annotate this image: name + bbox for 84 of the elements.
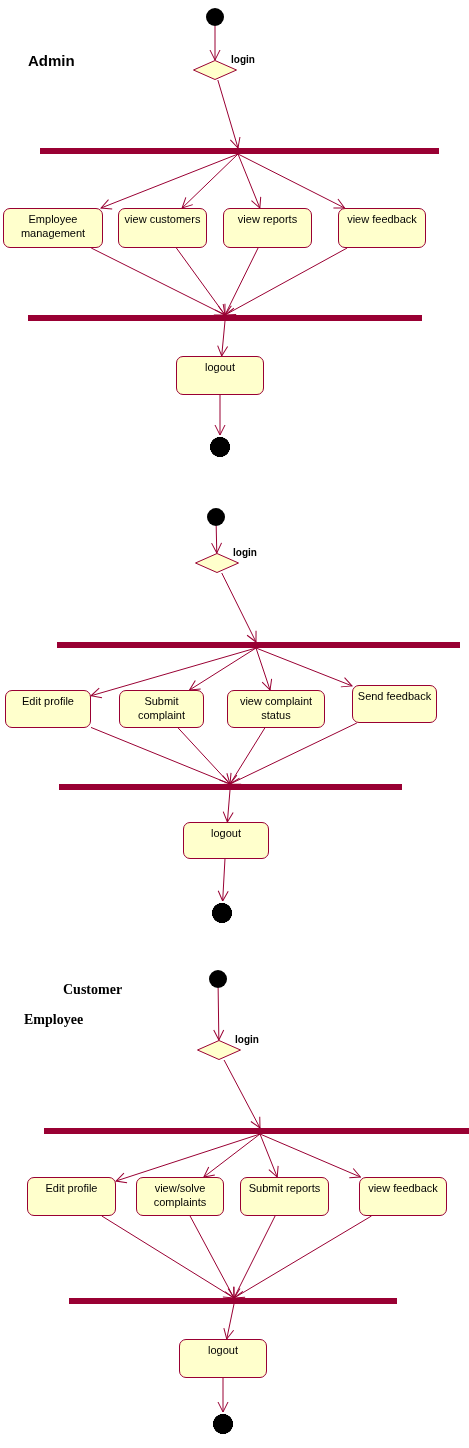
arrow bbox=[217, 320, 229, 357]
arrow bbox=[221, 572, 257, 643]
synchronization-bar bbox=[28, 315, 422, 321]
activity-box bbox=[338, 208, 426, 248]
arrow bbox=[259, 1133, 279, 1178]
arrow bbox=[255, 647, 273, 691]
synchronization-bar bbox=[59, 784, 402, 790]
activity-label: Edit profile bbox=[45, 1181, 98, 1195]
swimlane-heading: Admin bbox=[28, 52, 75, 69]
arrow bbox=[229, 727, 266, 785]
activity-label: Send feedback bbox=[357, 689, 432, 703]
arrow bbox=[255, 647, 353, 688]
initial-node bbox=[206, 8, 224, 26]
arrow bbox=[237, 153, 262, 209]
activity-box bbox=[183, 822, 269, 859]
activity-box bbox=[179, 1339, 267, 1378]
node-caption: login bbox=[233, 547, 257, 558]
activity-label: logout bbox=[205, 360, 235, 374]
activity-box bbox=[3, 208, 103, 248]
activity-box bbox=[119, 690, 204, 728]
initial-node bbox=[207, 508, 225, 526]
synchronization-bar bbox=[69, 1298, 397, 1304]
arrow bbox=[209, 25, 221, 61]
synchronization-bar bbox=[40, 148, 439, 154]
activity-box bbox=[118, 208, 207, 248]
arrow bbox=[217, 858, 229, 902]
arrow bbox=[100, 153, 239, 210]
activity-label: view customers bbox=[124, 212, 201, 226]
activity-label: view complaint status bbox=[238, 694, 314, 722]
arrow bbox=[229, 722, 358, 785]
arrow bbox=[222, 789, 234, 823]
activity-box bbox=[359, 1177, 447, 1216]
arrow bbox=[189, 1215, 235, 1299]
arrow bbox=[213, 987, 225, 1041]
activity-box bbox=[136, 1177, 224, 1216]
swimlane-heading: Customer bbox=[63, 982, 123, 998]
activity-box bbox=[227, 690, 325, 728]
arrow bbox=[214, 394, 226, 436]
activity-label: Submit complaint bbox=[136, 694, 187, 722]
activity-box bbox=[352, 685, 437, 723]
activity-label: Employee management bbox=[19, 212, 87, 240]
arrow bbox=[211, 525, 223, 554]
final-node bbox=[208, 435, 232, 459]
arrow bbox=[189, 647, 257, 691]
activity-box bbox=[176, 356, 264, 395]
arrow bbox=[233, 1215, 372, 1299]
activity-box bbox=[5, 690, 91, 728]
arrow bbox=[90, 726, 231, 786]
arrow bbox=[90, 647, 257, 699]
swimlane-heading: Employee bbox=[24, 1012, 84, 1028]
activity-label: Submit reports bbox=[248, 1181, 321, 1195]
activity-box bbox=[27, 1177, 116, 1216]
activity-label: logout bbox=[208, 1343, 238, 1357]
arrow bbox=[223, 1059, 261, 1129]
arrow bbox=[217, 79, 241, 149]
arrow bbox=[177, 727, 231, 785]
node-caption: login bbox=[235, 1034, 259, 1045]
activity-label: view/solve complaints bbox=[152, 1181, 208, 1209]
arrow bbox=[217, 1377, 229, 1413]
arrow bbox=[237, 153, 346, 209]
arrow bbox=[259, 1133, 361, 1179]
activity-label: view feedback bbox=[347, 212, 417, 226]
arrow bbox=[224, 247, 259, 316]
activity-label: view reports bbox=[237, 212, 298, 226]
synchronization-bar bbox=[57, 642, 460, 648]
arrow bbox=[101, 1215, 235, 1299]
arrow bbox=[175, 247, 226, 316]
activity-box bbox=[240, 1177, 329, 1216]
initial-node bbox=[209, 970, 227, 988]
arrow bbox=[115, 1133, 261, 1184]
synchronization-bar bbox=[44, 1128, 469, 1134]
activity-label: view feedback bbox=[368, 1181, 438, 1195]
arrow bbox=[223, 1303, 235, 1340]
activity-box bbox=[223, 208, 312, 248]
arrow bbox=[224, 247, 348, 316]
arrow bbox=[181, 153, 239, 209]
arrow bbox=[203, 1133, 261, 1178]
activity-label: Edit profile bbox=[22, 694, 74, 708]
final-node bbox=[210, 901, 234, 925]
activity-label: logout bbox=[211, 826, 241, 840]
node-caption: login bbox=[231, 54, 255, 65]
final-node bbox=[211, 1412, 235, 1436]
arrow bbox=[90, 247, 226, 316]
arrow bbox=[233, 1215, 276, 1299]
